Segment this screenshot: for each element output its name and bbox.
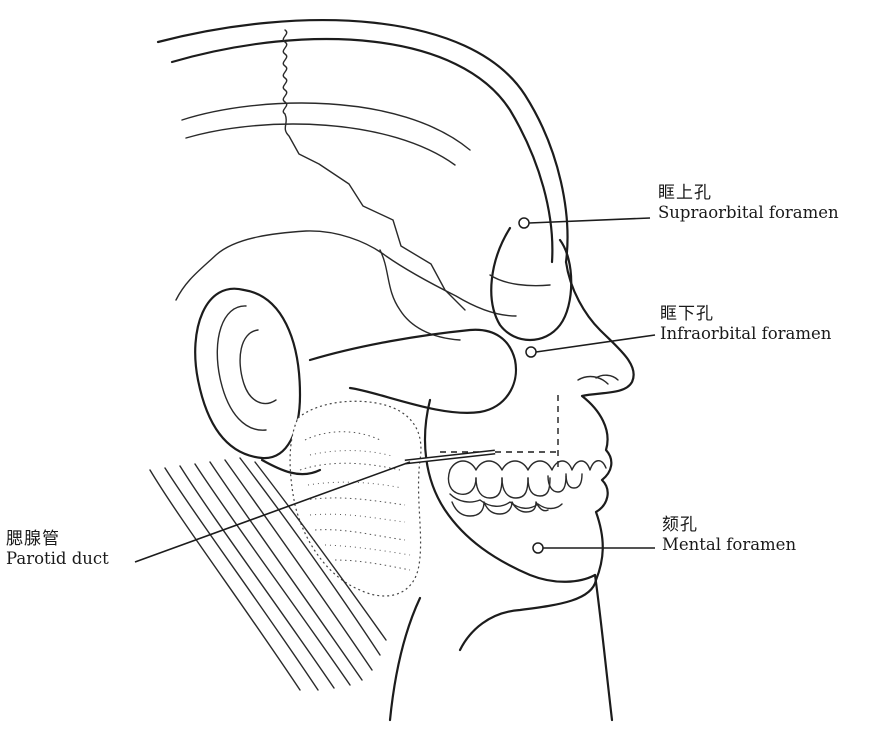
- face-profile: [460, 262, 634, 650]
- zygomatic-arch: [310, 330, 516, 413]
- orbit: [491, 228, 571, 340]
- infraorbital-label-cn: 眶下孔: [660, 305, 831, 325]
- coronal-suture: [283, 30, 465, 310]
- supraorbital-foramen-marker: [519, 218, 529, 228]
- infraorbital-foramen-marker: [526, 347, 536, 357]
- squamous-suture: [176, 231, 516, 316]
- mental-foramen-marker: [533, 543, 543, 553]
- teeth: [448, 461, 606, 516]
- supraorbital-leader: [529, 218, 650, 223]
- parotid-label-en: Parotid duct: [6, 550, 109, 569]
- mental-label-cn: 颏孔: [662, 516, 796, 536]
- infraorbital-leader: [536, 335, 655, 352]
- mental-label-en: Mental foramen: [662, 536, 796, 555]
- mental-label: 颏孔 Mental foramen: [662, 516, 796, 555]
- mandible: [425, 400, 595, 582]
- parotid-label-cn: 腮腺管: [6, 530, 109, 550]
- infraorbital-label: 眶下孔 Infraorbital foramen: [660, 305, 831, 344]
- supraorbital-label-cn: 眶上孔: [658, 184, 839, 204]
- parotid-label: 腮腺管 Parotid duct: [6, 530, 109, 569]
- infraorbital-label-en: Infraorbital foramen: [660, 325, 831, 344]
- supraorbital-label-en: Supraorbital foramen: [658, 204, 839, 223]
- ear: [195, 289, 300, 458]
- supraorbital-label: 眶上孔 Supraorbital foramen: [658, 184, 839, 223]
- skull-vault-lines: [158, 20, 567, 262]
